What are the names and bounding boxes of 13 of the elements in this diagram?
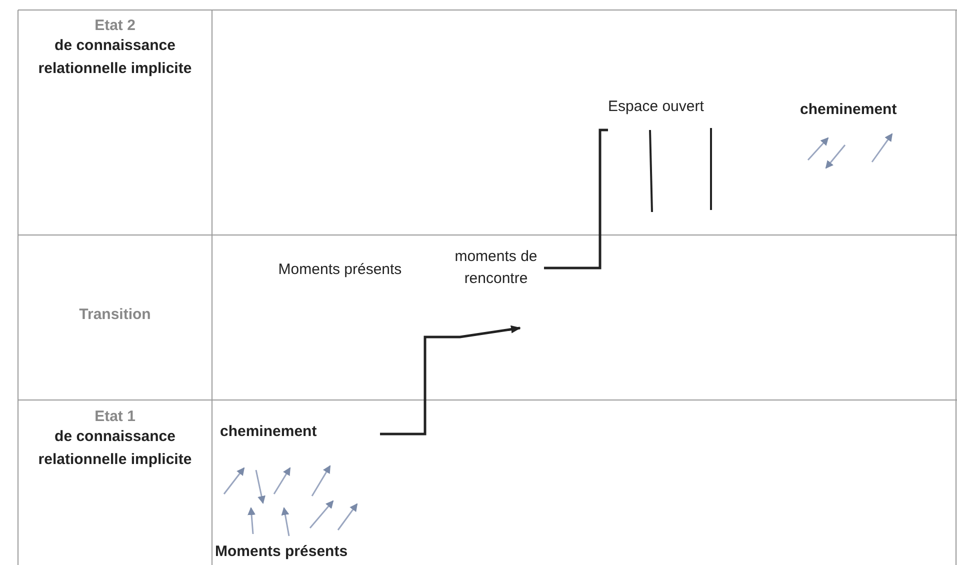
node-text: moments de rencontre (454, 247, 538, 289)
step-connector (380, 325, 521, 436)
text-label: Etat 2 (94, 16, 136, 36)
text-label: de connaissance relationnelle implicite (37, 36, 193, 79)
text-label: cheminement (800, 100, 898, 120)
node-text: Espace ouvert (608, 98, 705, 115)
text-label: Etat 1 (94, 407, 136, 427)
text-label: Transition (78, 305, 152, 325)
text-label: de connaissance relationnelle implicite (37, 427, 193, 470)
node-text: cheminement (220, 423, 318, 440)
text-label: Moments présents (277, 260, 403, 280)
text-label: Moments présents (215, 542, 349, 562)
step-connector (544, 128, 608, 270)
